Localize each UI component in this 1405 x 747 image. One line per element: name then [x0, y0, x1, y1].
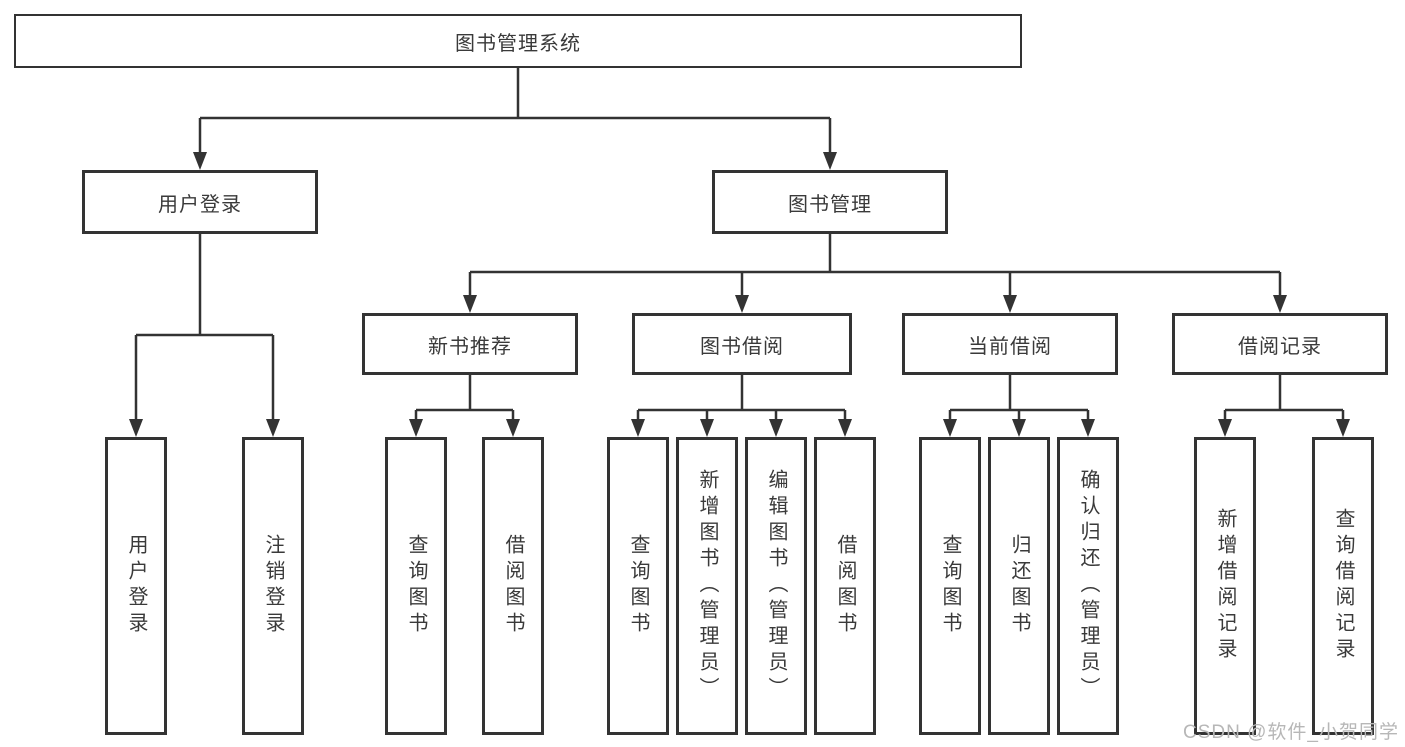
leaf-user-login: 用户登录 — [105, 437, 167, 735]
arrowhead — [1218, 419, 1232, 437]
arrowhead — [1081, 419, 1095, 437]
arrowhead — [1336, 419, 1350, 437]
arrowhead — [266, 419, 280, 437]
node-label: 注销登录 — [262, 534, 284, 638]
leaf-recommend-borrow-books: 借阅图书 — [482, 437, 544, 735]
arrowhead — [1273, 295, 1287, 313]
node-label: 图书管理系统 — [455, 32, 581, 55]
arrowhead — [129, 419, 143, 437]
node-label: 编辑图书（管理员） — [765, 469, 787, 703]
arrowhead — [943, 419, 957, 437]
node-label: 借阅图书 — [502, 534, 524, 638]
leaf-borrow-edit-books-admin: 编辑图书（管理员） — [745, 437, 807, 735]
node-root-system: 图书管理系统 — [14, 14, 1022, 68]
node-label: 图书借阅 — [700, 335, 784, 358]
arrowhead — [506, 419, 520, 437]
arrowhead — [193, 152, 207, 170]
node-label: 新书推荐 — [428, 335, 512, 358]
leaf-logout: 注销登录 — [242, 437, 304, 735]
node-label: 新增借阅记录 — [1214, 508, 1236, 664]
leaf-records-query-record: 查询借阅记录 — [1312, 437, 1374, 735]
arrowhead — [769, 419, 783, 437]
node-new-book-recommend: 新书推荐 — [362, 313, 578, 375]
arrowhead — [1012, 419, 1026, 437]
connector-path — [134, 68, 1345, 423]
leaf-records-add-record: 新增借阅记录 — [1194, 437, 1256, 735]
leaf-borrow-borrow-books: 借阅图书 — [814, 437, 876, 735]
leaf-current-query-books: 查询图书 — [919, 437, 981, 735]
arrowhead — [1003, 295, 1017, 313]
node-label: 借阅记录 — [1238, 335, 1322, 358]
node-label: 查询图书 — [405, 534, 427, 638]
node-label: 查询图书 — [939, 534, 961, 638]
node-label: 新增图书（管理员） — [696, 469, 718, 703]
arrowhead — [735, 295, 749, 313]
leaf-recommend-query-books: 查询图书 — [385, 437, 447, 735]
leaf-current-return-books: 归还图书 — [988, 437, 1050, 735]
arrowhead — [823, 152, 837, 170]
leaf-borrow-query-books: 查询图书 — [607, 437, 669, 735]
csdn-watermark: CSDN @软件_小贺同学 — [1183, 722, 1399, 743]
leaf-borrow-add-books-admin: 新增图书（管理员） — [676, 437, 738, 735]
arrowhead — [838, 419, 852, 437]
node-label: 确认归还（管理员） — [1077, 469, 1099, 703]
node-label: 图书管理 — [788, 193, 872, 216]
node-label: 借阅图书 — [834, 534, 856, 638]
node-label: 查询借阅记录 — [1332, 508, 1354, 664]
node-borrow-records: 借阅记录 — [1172, 313, 1388, 375]
node-label: 查询图书 — [627, 534, 649, 638]
node-user-login: 用户登录 — [82, 170, 318, 234]
arrowhead — [409, 419, 423, 437]
node-label: 用户登录 — [158, 193, 242, 216]
node-book-borrow: 图书借阅 — [632, 313, 852, 375]
node-book-management: 图书管理 — [712, 170, 948, 234]
arrowhead — [700, 419, 714, 437]
leaf-current-confirm-return-admin: 确认归还（管理员） — [1057, 437, 1119, 735]
node-current-borrow: 当前借阅 — [902, 313, 1118, 375]
arrowhead — [631, 419, 645, 437]
node-label: 归还图书 — [1008, 534, 1030, 638]
arrowhead — [463, 295, 477, 313]
node-label: 用户登录 — [125, 534, 147, 638]
node-label: 当前借阅 — [968, 335, 1052, 358]
